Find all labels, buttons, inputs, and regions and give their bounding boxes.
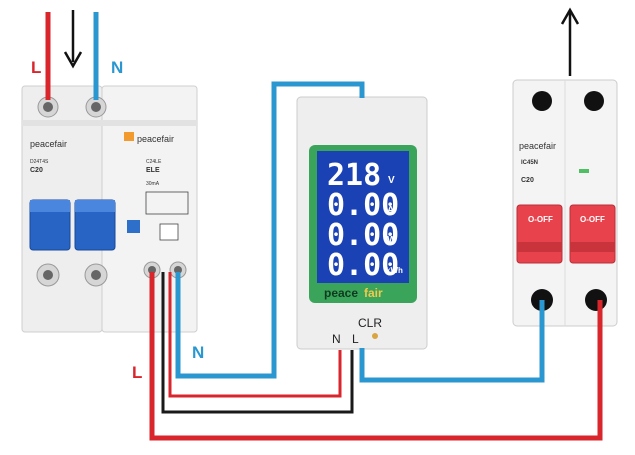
wire-black <box>161 272 354 414</box>
rcbo-toggle-shine <box>75 200 115 212</box>
rcbo-schematic <box>145 191 189 215</box>
rcbo-toggle-shine <box>30 200 70 212</box>
lcd-current-unit: A <box>387 205 394 216</box>
rcbo-rating: C20 <box>30 167 43 174</box>
breaker-toggle-shade <box>517 242 562 252</box>
breaker-terminal-top-left <box>532 91 552 111</box>
circuit-breaker: peacefair IC45N C20 O-OFF O-OFF <box>512 79 618 327</box>
label-bottom-live: L <box>132 363 142 382</box>
rcbo-series: ELE <box>146 167 160 174</box>
up-arrow-icon <box>560 7 580 76</box>
rcbo-model-a: D24T4S <box>30 159 49 165</box>
label-bottom-neutral: N <box>192 343 204 362</box>
meter-lcd <box>317 151 409 283</box>
rcbo-brand: peacefair <box>30 139 67 149</box>
breaker-rating: C20 <box>521 177 534 184</box>
wires <box>45 12 603 441</box>
terminal-screw <box>43 270 53 280</box>
lcd-voltage-unit: V <box>388 175 395 186</box>
breaker-toggle-left <box>516 204 563 264</box>
meter-clr-label: CLR <box>358 316 382 330</box>
rcbo-orange-tag <box>124 132 134 141</box>
rcbo-test-button <box>159 223 179 241</box>
rcbo-indicator <box>127 220 140 233</box>
breaker-toggle-right <box>569 204 616 264</box>
lcd-power: 0.00 <box>327 218 399 253</box>
label-top-live: L <box>31 58 41 77</box>
lcd-energy-unit: kWh <box>386 266 403 275</box>
breaker-off-left: O-OFF <box>528 215 553 224</box>
lcd-energy: 0.00 <box>327 248 399 283</box>
meter-brand-b: fair <box>364 286 383 300</box>
meter-term-l: L <box>352 332 359 346</box>
power-meter: 218 V 0.00 A 0.00 W 0.00 kWh peace fair … <box>296 96 428 350</box>
breaker-off-right: O-OFF <box>580 215 605 224</box>
down-arrow-icon <box>63 10 83 69</box>
wire-live-to-meter <box>168 272 342 398</box>
label-top-neutral: N <box>111 58 123 77</box>
lcd-voltage: 218 <box>327 158 381 193</box>
terminal-screw <box>91 102 101 112</box>
meter-brand-a: peace <box>324 286 358 300</box>
rcbo-brand-2: peacefair <box>137 134 174 144</box>
lcd-current: 0.00 <box>327 188 399 223</box>
wire-neutral-to-meter <box>175 81 365 379</box>
breaker-model: IC45N <box>521 160 538 166</box>
breaker-brand: peacefair <box>519 141 556 151</box>
lcd-power-unit: W <box>387 235 397 246</box>
terminal-screw <box>43 102 53 112</box>
breaker-toggle-shade <box>570 242 615 252</box>
wire-neutral-to-breaker <box>359 300 545 383</box>
rcbo-current: 30mA <box>146 181 160 187</box>
wire-live-to-breaker <box>149 272 603 441</box>
breaker-terminal-bottom-right <box>585 289 607 311</box>
breaker-indicator <box>579 169 589 173</box>
rcbo-model-b: C24LE <box>146 159 162 165</box>
meter-clr-button <box>372 333 378 339</box>
rcbo-rib <box>22 120 197 126</box>
meter-term-n: N <box>332 332 341 346</box>
terminal-screw <box>91 270 101 280</box>
breaker-terminal-top-right <box>584 91 604 111</box>
rcbo-device: peacefair D24T4S C20 peacefair C24LE ELE… <box>21 85 198 333</box>
